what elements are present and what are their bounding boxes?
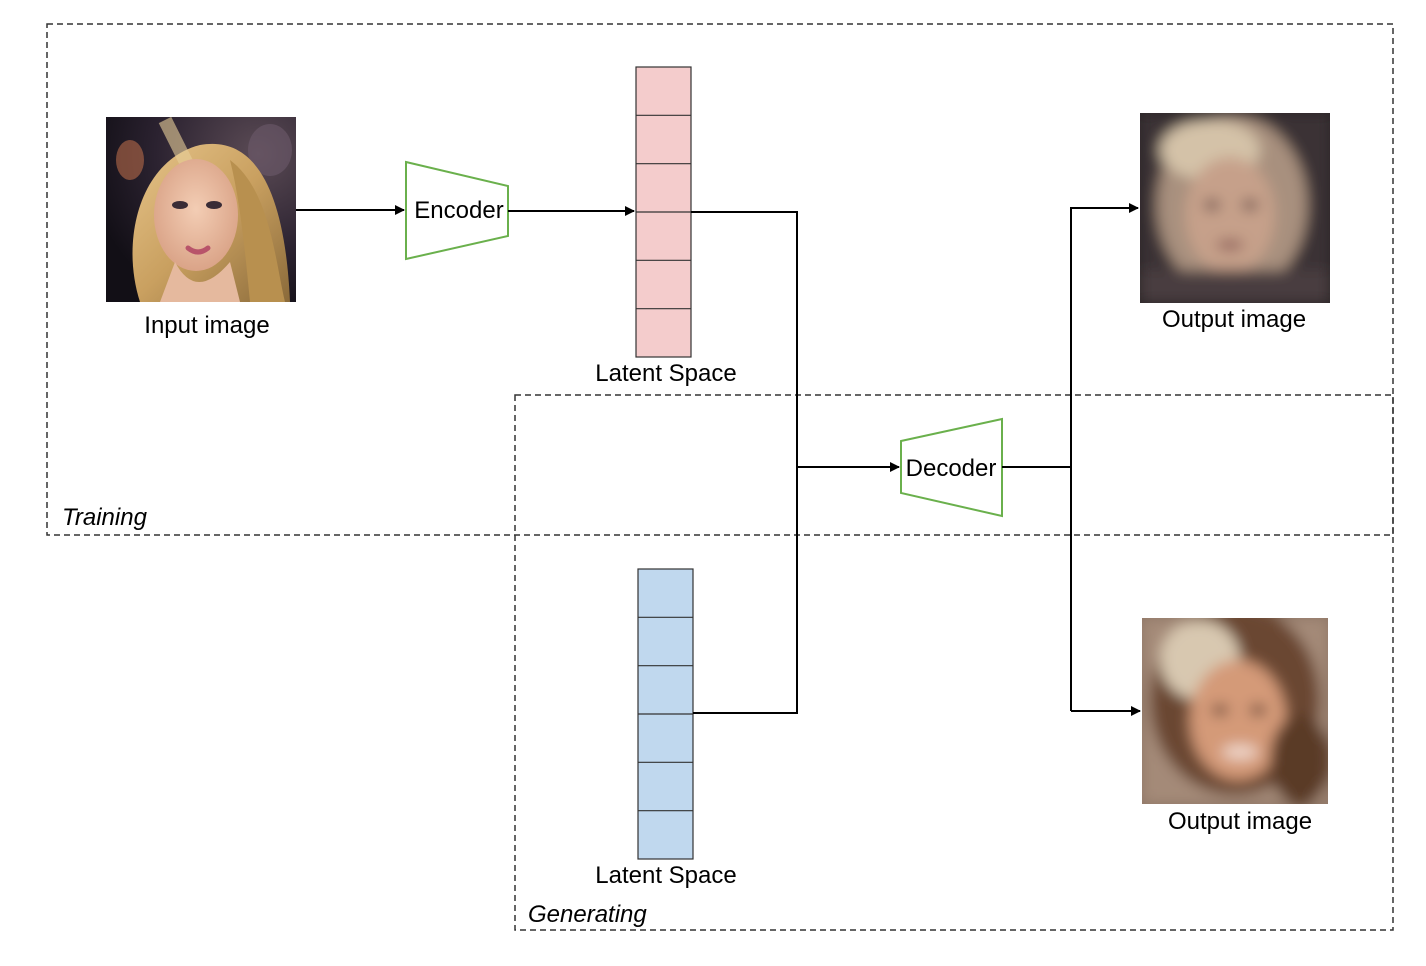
output-image-training (1140, 113, 1330, 303)
encoder-block: Encoder (405, 160, 509, 261)
decoder-block: Decoder (900, 417, 1003, 518)
input-image-label: Input image (144, 312, 269, 339)
latent-space-generating-label: Latent Space (595, 862, 736, 889)
latent-space-training (635, 66, 692, 358)
connectors (296, 203, 1141, 716)
latent-space-training-label: Latent Space (595, 360, 736, 387)
output-image-generating (1142, 618, 1328, 804)
training-region-label: Training (62, 504, 148, 531)
generating-region-label: Generating (528, 901, 647, 928)
encoder-label: Encoder (414, 197, 503, 224)
output-image-training-label: Output image (1162, 306, 1306, 333)
generating-region (514, 394, 1394, 931)
input-image (106, 117, 296, 302)
latent-space-generating (637, 568, 694, 860)
output-image-generating-label: Output image (1168, 808, 1312, 835)
decoder-label: Decoder (906, 455, 997, 482)
training-region (46, 23, 1394, 536)
